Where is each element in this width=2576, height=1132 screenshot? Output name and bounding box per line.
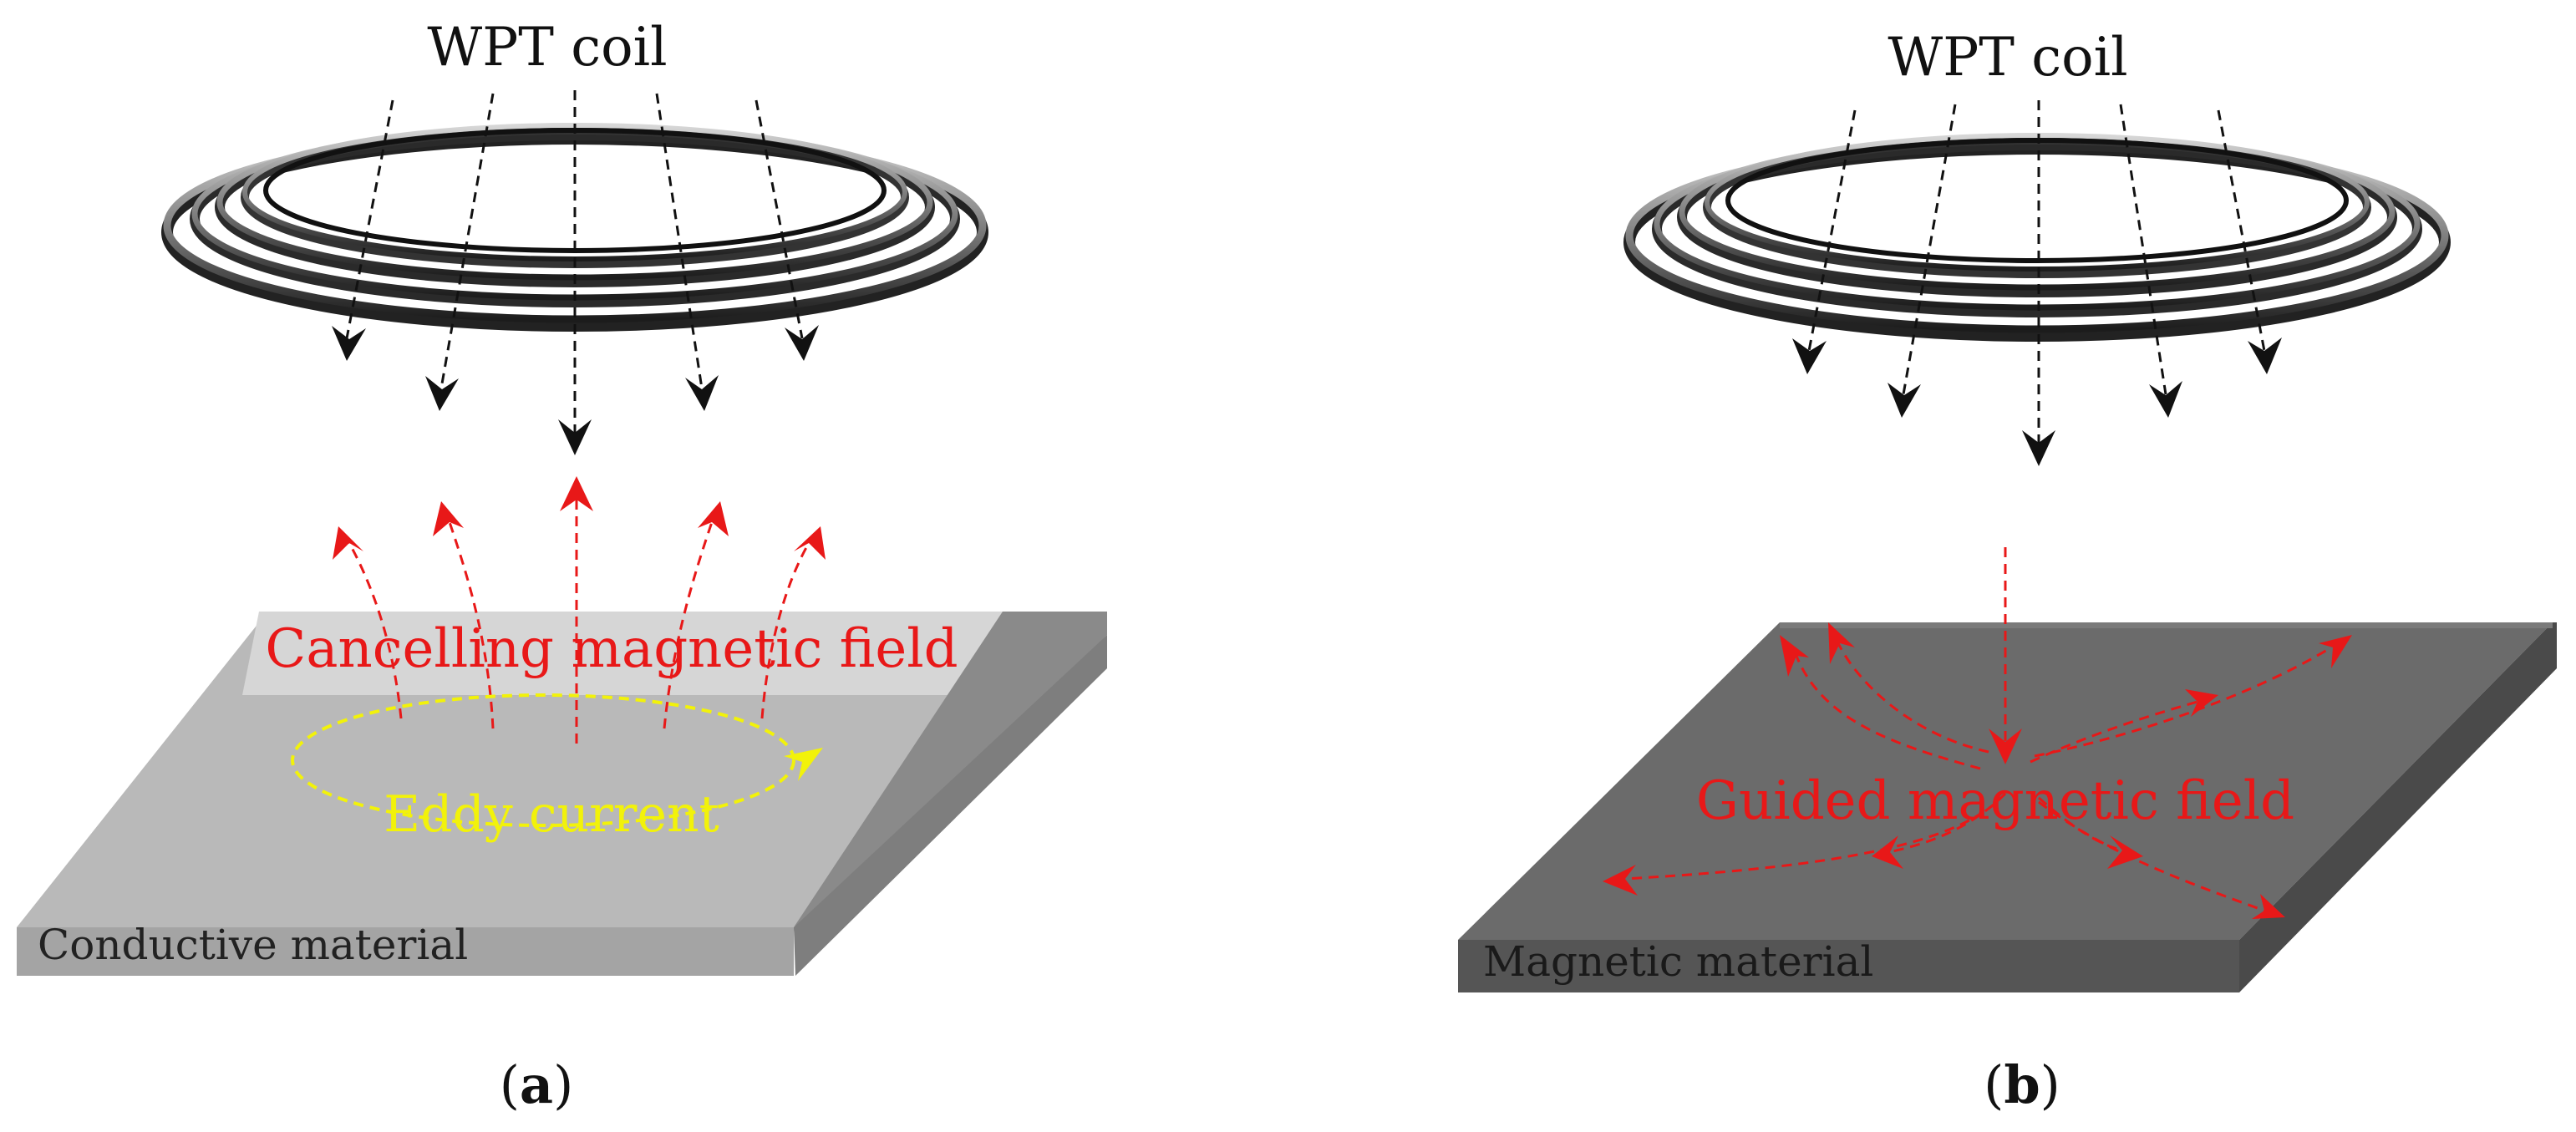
- coil-flux-arrowheads-a: [332, 325, 819, 455]
- wpt-coil-b: [1623, 133, 2451, 342]
- guided-field-label: Guided magnetic field: [1696, 770, 2294, 832]
- guided-field-arrowheads: [1603, 622, 2352, 919]
- magnetic-material-label: Magnetic material: [1483, 937, 1873, 986]
- panel-b: WPT coil Guided magnetic field Magnetic …: [1458, 27, 2557, 1115]
- conductive-plate: [17, 612, 1107, 976]
- eddy-current-loop: [291, 693, 823, 827]
- cancelling-field-arrows: [348, 500, 810, 744]
- wpt-coil-label-a: WPT coil: [427, 17, 667, 79]
- coil-flux-arrows-a: [345, 90, 804, 433]
- eddy-current-label: Eddy current: [384, 785, 719, 844]
- conductive-material-label: Conductive material: [38, 921, 468, 969]
- cancelling-field-arrowheads: [333, 476, 826, 560]
- caption-b: (b): [1984, 1054, 2060, 1115]
- magnetic-plate: [1458, 622, 2557, 992]
- coil-flux-arrows-b: [1807, 100, 2266, 443]
- caption-a: (a): [500, 1054, 574, 1115]
- panel-a: WPT coil Cancelling magnetic field Eddy …: [17, 17, 1107, 1115]
- cancelling-field-label: Cancelling magnetic field: [265, 618, 958, 680]
- coil-flux-arrowheads-b: [1792, 338, 2282, 466]
- wpt-coil-label-b: WPT coil: [1888, 27, 2127, 89]
- guided-field-arrows: [1624, 547, 2332, 912]
